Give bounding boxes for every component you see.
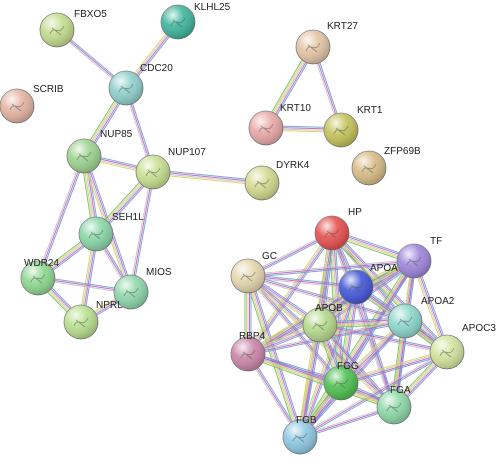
node-label: SEH1L <box>112 212 144 223</box>
structure-glyph-icon <box>292 432 308 443</box>
edge-HP-RBP4 <box>245 231 335 356</box>
structure-glyph-icon <box>73 317 89 328</box>
structure-glyph-icon <box>240 349 256 360</box>
structure-glyph-icon <box>123 287 139 298</box>
node-label: TF <box>430 236 442 247</box>
node-dyrk4[interactable]: DYRK4 <box>244 160 310 201</box>
node-krt10[interactable]: KRT10 <box>248 103 311 146</box>
node-label: ZFP69B <box>384 146 421 157</box>
edge-GC-APOA2 <box>247 274 406 323</box>
structure-glyph-icon <box>170 17 186 28</box>
node-label: GC <box>262 251 277 262</box>
node-label: KLHL25 <box>194 2 231 13</box>
structure-glyph-icon <box>9 101 25 112</box>
node-label: KRT10 <box>280 103 311 114</box>
node-label: WDR24 <box>24 258 59 269</box>
structure-glyph-icon <box>254 178 270 189</box>
node-label: NUP107 <box>168 147 206 158</box>
structure-glyph-icon <box>406 256 422 267</box>
node-apoc3[interactable]: APOC3 <box>429 323 496 370</box>
edge-NUP107-MIOS <box>129 171 155 293</box>
edge-APOC3-FGG <box>340 349 448 386</box>
node-seh1l[interactable]: SEH1L <box>78 212 144 252</box>
node-hp[interactable]: HP <box>314 207 362 251</box>
node-nprl[interactable]: NPRL <box>63 300 123 340</box>
node-rbp4[interactable]: RBP4 <box>230 331 266 372</box>
node-label: SCRIB <box>33 84 64 95</box>
node-tf[interactable]: TF <box>396 236 442 279</box>
structure-glyph-icon <box>88 229 104 240</box>
node-label: FGB <box>296 415 317 426</box>
node-label: FGG <box>337 361 359 372</box>
node-label: FGA <box>390 385 411 396</box>
node-krt1[interactable]: KRT1 <box>323 105 383 148</box>
node-label: NPRL <box>96 300 123 311</box>
node-label: KRT27 <box>327 21 358 32</box>
node-label: NUP85 <box>100 129 133 140</box>
structure-glyph-icon <box>439 347 455 358</box>
node-apoa[interactable]: APOA <box>338 263 398 305</box>
edge-TF-GC <box>247 259 415 278</box>
node-klhl25[interactable]: KLHL25 <box>160 2 231 40</box>
structure-glyph-icon <box>305 42 321 53</box>
node-wdr24[interactable]: WDR24 <box>20 258 59 296</box>
node-fbxo5[interactable]: FBXO5 <box>39 9 107 48</box>
node-apob[interactable]: APOB <box>302 303 343 343</box>
edge-GC-FGB <box>244 274 304 439</box>
structure-glyph-icon <box>397 316 413 327</box>
node-label: APOB <box>315 303 343 314</box>
structure-glyph-icon <box>49 25 65 36</box>
structure-glyph-icon <box>361 163 377 174</box>
node-apoa2[interactable]: APOA2 <box>387 296 455 339</box>
edge-APOB-FGB <box>297 324 323 438</box>
structure-glyph-icon <box>118 83 134 94</box>
node-cdc20[interactable]: CDC20 <box>108 63 173 106</box>
node-krt27[interactable]: KRT27 <box>295 21 358 65</box>
node-label: CDC20 <box>140 63 173 74</box>
structure-glyph-icon <box>324 228 340 239</box>
node-label: RBP4 <box>239 331 266 342</box>
node-scrib[interactable]: SCRIB <box>0 84 64 124</box>
node-zfp69b[interactable]: ZFP69B <box>351 146 421 186</box>
edge-NUP107-DYRK4 <box>152 169 263 186</box>
node-label: FBXO5 <box>74 9 107 20</box>
edge-APOA-FGB <box>297 286 359 438</box>
node-label: APOC3 <box>462 323 496 334</box>
node-label: MIOS <box>146 267 172 278</box>
node-nup107[interactable]: NUP107 <box>135 147 206 190</box>
structure-glyph-icon <box>76 151 92 162</box>
node-label: DYRK4 <box>276 160 310 171</box>
node-label: APOA <box>370 263 398 274</box>
structure-glyph-icon <box>258 123 274 134</box>
structure-glyph-icon <box>240 271 256 282</box>
structure-glyph-icon <box>333 378 349 389</box>
structure-glyph-icon <box>386 402 402 413</box>
edge-NUP85-WDR24 <box>36 155 86 279</box>
structure-glyph-icon <box>145 167 161 178</box>
structure-glyph-icon <box>30 273 46 284</box>
node-label: KRT1 <box>357 105 383 116</box>
node-mios[interactable]: MIOS <box>113 267 172 310</box>
node-fgb[interactable]: FGB <box>282 415 318 455</box>
structure-glyph-icon <box>348 282 364 293</box>
node-label: HP <box>348 207 362 218</box>
edge-APOC3-FGB <box>298 350 449 439</box>
structure-glyph-icon <box>312 320 328 331</box>
node-fgg[interactable]: FGG <box>323 361 359 401</box>
structure-glyph-icon <box>333 125 349 136</box>
node-fga[interactable]: FGA <box>376 385 412 425</box>
node-gc[interactable]: GC <box>230 251 277 294</box>
node-label: APOA2 <box>421 296 455 307</box>
node-nup85[interactable]: NUP85 <box>66 129 133 174</box>
